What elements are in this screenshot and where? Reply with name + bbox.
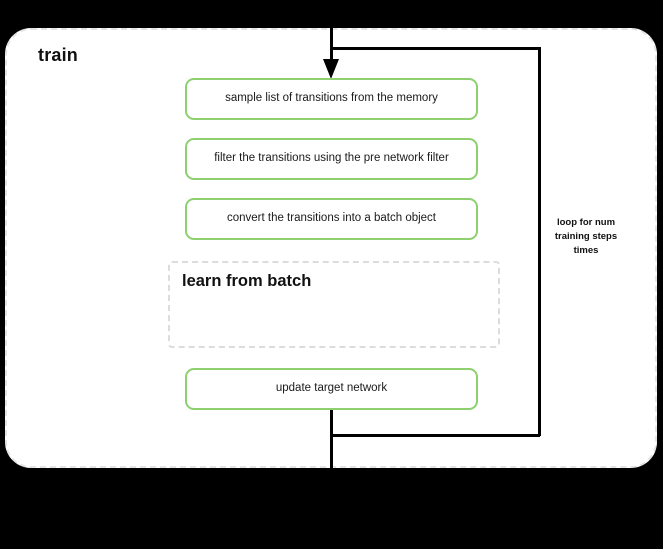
step-box-filter[interactable]: filter the transitions using the pre net… [185,138,478,180]
step-label: filter the transitions using the pre net… [214,152,449,165]
subprocess-learn-from-batch[interactable]: learn from batch [168,261,500,348]
step-box-convert[interactable]: convert the transitions into a batch obj… [185,198,478,240]
subprocess-title: learn from batch [182,272,312,290]
loop-connector-bottom [331,434,540,437]
arrow-down-icon [323,59,339,79]
entry-connector [330,0,333,62]
page-title: train [38,45,79,65]
loop-connector-right [538,47,541,436]
loop-connector-top [331,47,540,50]
step-label: sample list of transitions from the memo… [225,92,438,105]
step-box-update-target-network[interactable]: update target network [185,368,478,410]
step-label: convert the transitions into a batch obj… [226,212,437,225]
step-box-sample[interactable]: sample list of transitions from the memo… [185,78,478,120]
exit-connector [330,410,333,471]
loop-annotation-label: loop for num training steps times [554,217,618,256]
step-label: update target network [275,382,388,395]
